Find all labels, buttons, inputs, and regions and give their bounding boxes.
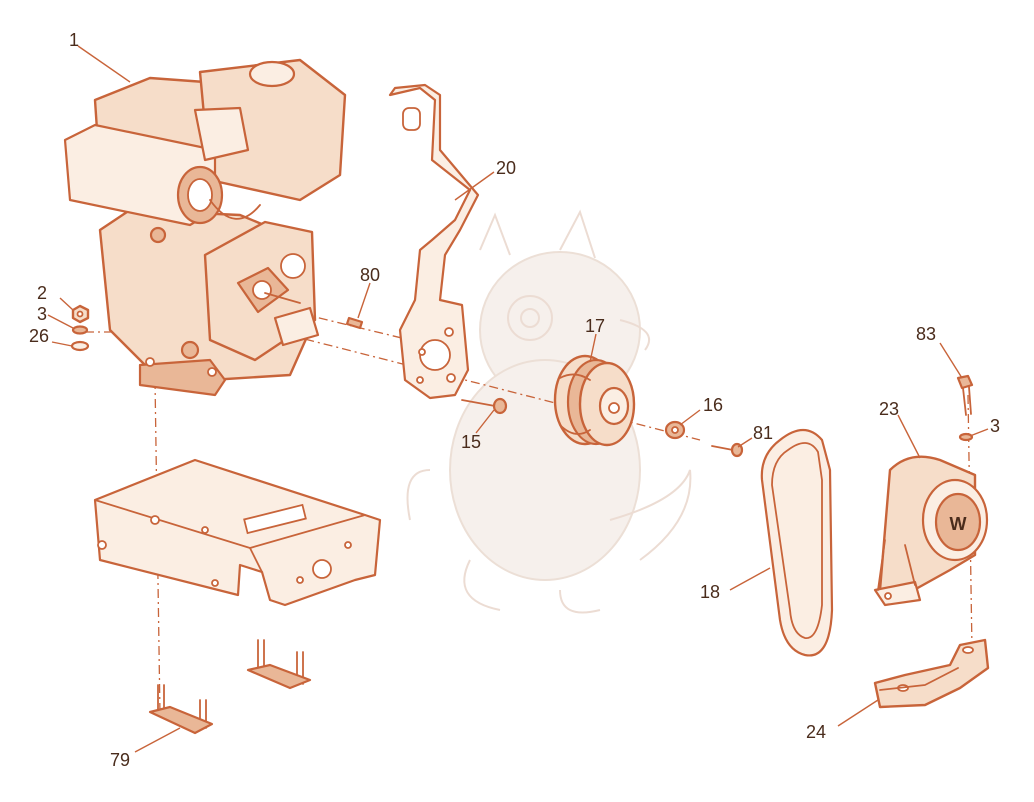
callout-83: 83 (916, 324, 936, 344)
callout-20: 20 (496, 158, 516, 178)
bolt-part-15 (461, 397, 508, 415)
washer-part-3 (71, 325, 89, 335)
belt-guard-part-23: W (873, 455, 989, 607)
callout-17: 17 (585, 316, 605, 336)
washer-part-26 (70, 340, 90, 352)
u-bolt-part-79 (148, 684, 214, 735)
callout-1: 1 (69, 30, 79, 50)
bolt-part-83 (956, 374, 974, 416)
callout-79: 79 (110, 750, 130, 770)
callout-23: 23 (879, 399, 899, 419)
callout-18: 18 (700, 582, 720, 602)
callout-80: 80 (360, 265, 380, 285)
upper-axis (244, 299, 411, 341)
belt-part-18 (760, 428, 834, 657)
guard-logo: W (950, 514, 967, 534)
engine-part-1 (63, 58, 347, 397)
callout-15: 15 (461, 432, 481, 452)
callout-3b: 3 (990, 416, 1000, 436)
watermark-mascot (406, 209, 692, 614)
bolt-part-81 (711, 442, 744, 458)
mount-part-24 (873, 638, 990, 709)
pulley-part-17 (553, 354, 636, 447)
callout-24: 24 (806, 722, 826, 742)
key-part-80 (345, 316, 364, 330)
callout-26: 26 (29, 326, 49, 346)
nut-part-2 (71, 304, 90, 324)
u-bolt-pair-upper (246, 639, 312, 690)
washer-part-3b (958, 432, 974, 442)
leader-lines (47, 45, 989, 753)
mount-axis-left (154, 379, 161, 716)
callout-labels: 1 2 3 26 80 20 17 16 15 81 83 23 3 18 24… (29, 30, 1000, 770)
callout-3: 3 (37, 304, 47, 324)
callout-2: 2 (37, 283, 47, 303)
base-plate (93, 458, 382, 607)
bracket-part-20 (388, 83, 480, 400)
callout-16: 16 (703, 395, 723, 415)
callout-81: 81 (753, 423, 773, 443)
